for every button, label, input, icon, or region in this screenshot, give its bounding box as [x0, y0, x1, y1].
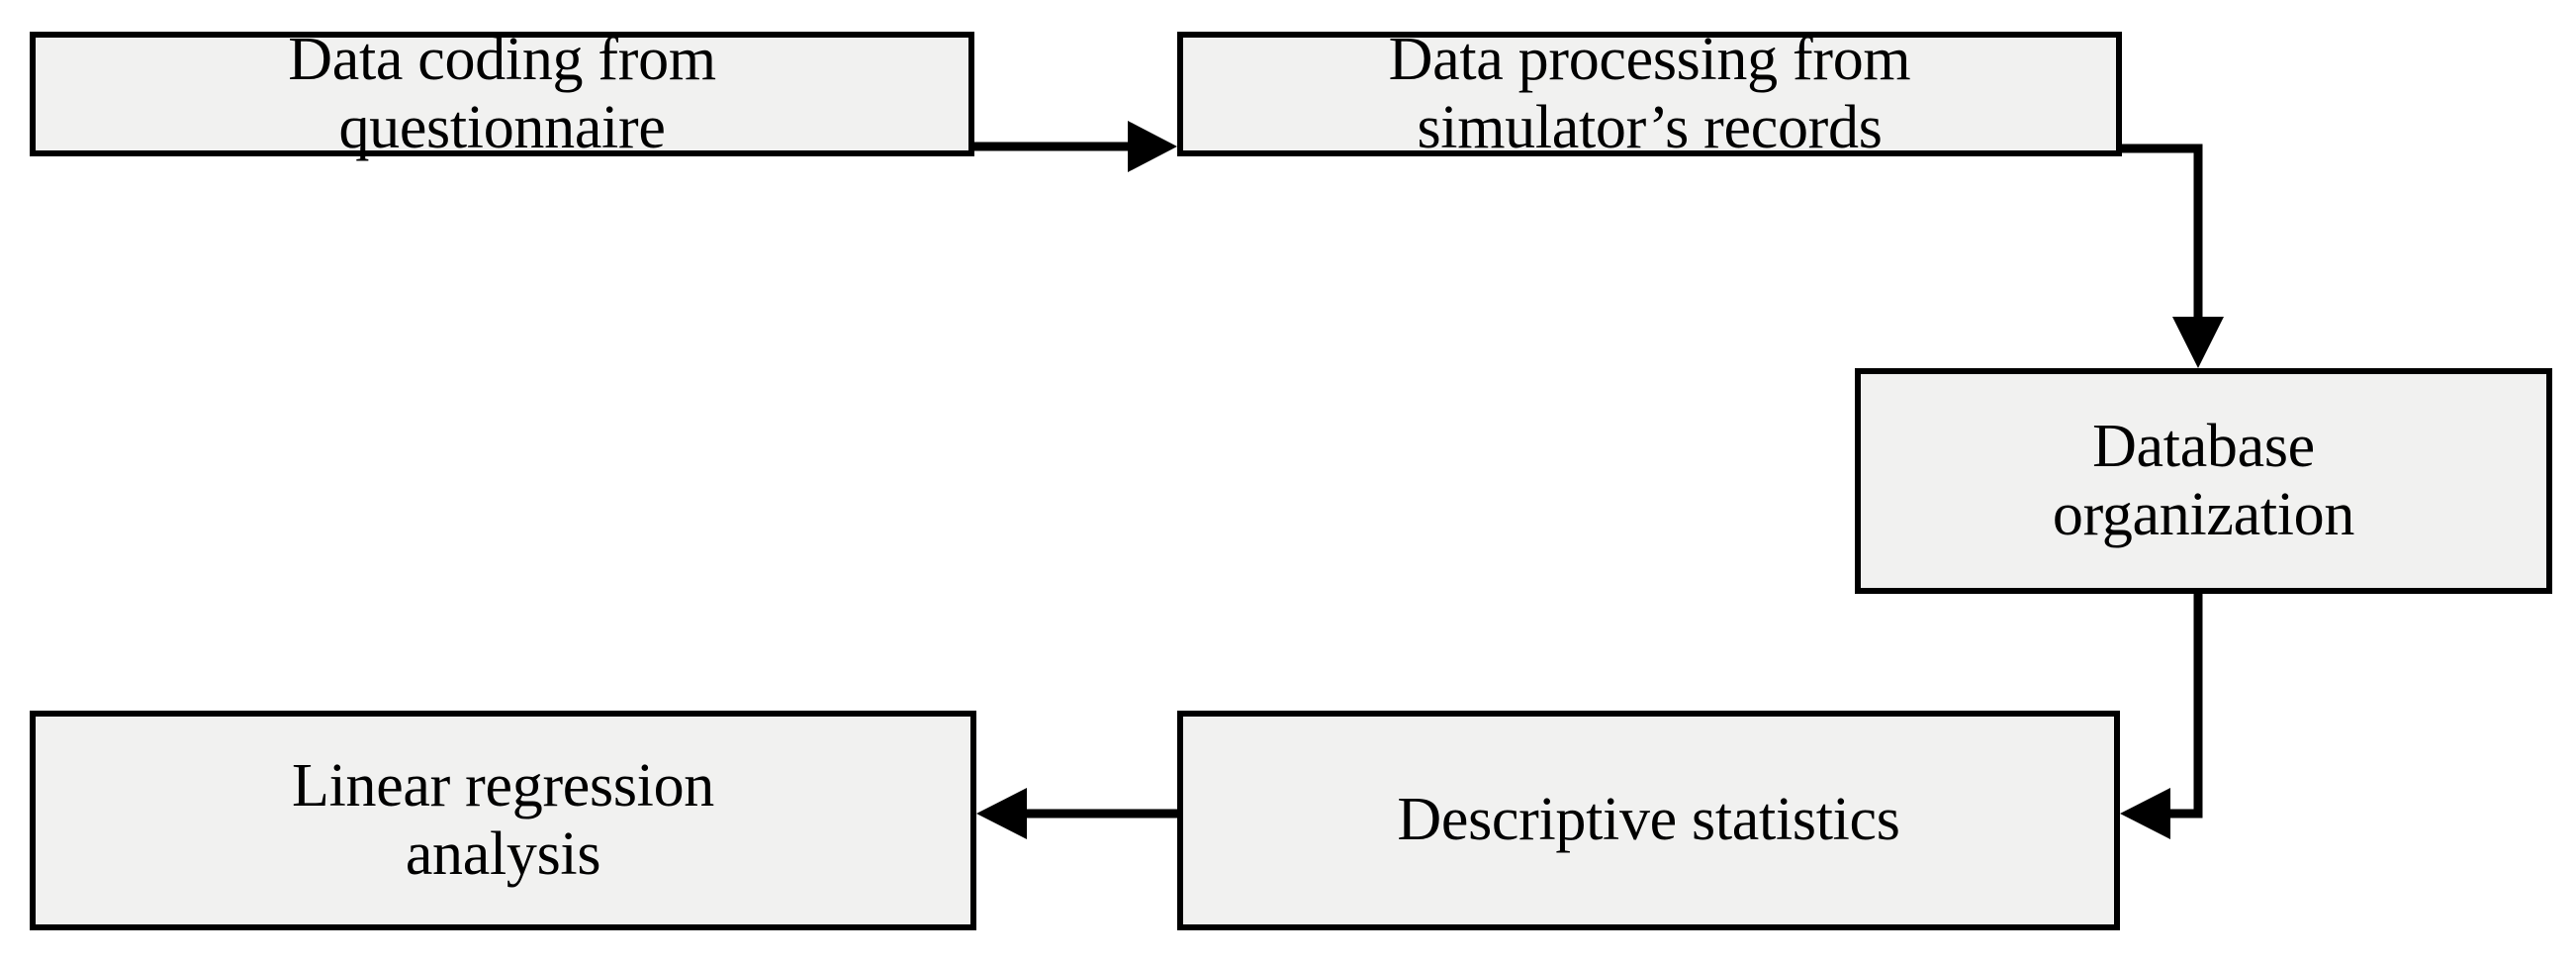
arrowhead-left-icon	[2120, 788, 2170, 839]
edge-coding-to-processing	[974, 121, 1177, 172]
flow-node-data-processing[interactable]: Data processing from simulator’s records	[1177, 26, 2122, 161]
flow-node-label: Data processing from simulator’s records	[1388, 25, 1911, 161]
flow-node-data-coding[interactable]: Data coding from questionnaire	[30, 26, 974, 161]
flow-node-label: Linear regression analysis	[292, 751, 714, 888]
arrowhead-down-icon	[2172, 317, 2224, 368]
flow-node-label: Data coding from questionnaire	[288, 25, 716, 161]
flow-node-label: Descriptive statistics	[1397, 786, 1900, 854]
edge-database-to-descriptive	[2120, 594, 2203, 839]
flow-node-descriptive-statistics[interactable]: Descriptive statistics	[1177, 711, 2120, 930]
edge-descriptive-to-linear	[976, 788, 1177, 839]
flow-node-linear-regression[interactable]: Linear regression analysis	[30, 711, 976, 930]
edge-processing-to-database	[2122, 144, 2224, 368]
arrowhead-left-icon	[976, 788, 1027, 839]
flow-node-database-organization[interactable]: Database organization	[1855, 368, 2552, 594]
flow-node-label: Database organization	[2052, 412, 2355, 548]
arrowhead-right-icon	[1128, 121, 1177, 172]
